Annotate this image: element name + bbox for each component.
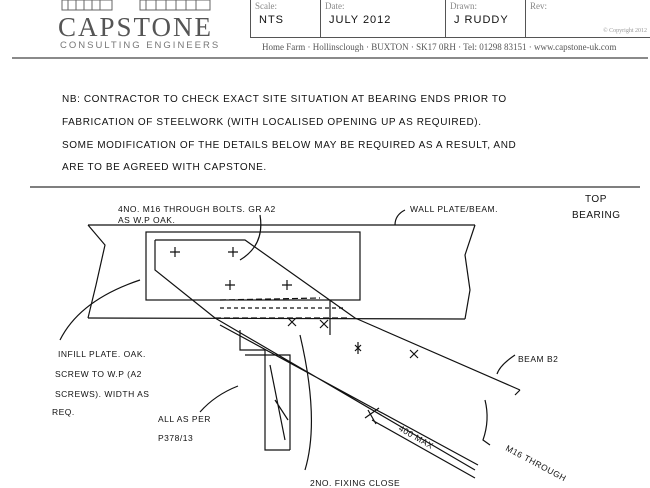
label-all-as-per-1: ALL AS PER [158,414,211,424]
wall-plate-beam [87,224,475,320]
logo-subtitle: CONSULTING ENGINEERS [60,40,221,51]
break-mark-left [87,224,106,319]
note-line: FABRICATION OF STEELWORK (WITH LOCALISED… [62,117,482,128]
angle-bracket [239,330,291,451]
label-infill-2: SCREW TO W.P (A2 [55,369,142,379]
address: Home Farm · Hollinsclough · BUXTON · SK1… [262,42,617,52]
label-bolts-1: 4NO. M16 THROUGH BOLTS. GR A2 [118,204,276,214]
date-label: Date: [325,1,345,11]
rev-cell: Rev: © Copyright 2012 [525,0,650,38]
label-beam-b2: BEAM B2 [518,354,558,364]
leader-fixing [299,300,331,471]
infill-plate [145,231,361,301]
bolt-markers [170,247,419,359]
drawn-value: J RUDDY [454,14,509,26]
label-infill-4: REQ. [52,407,75,417]
drawing-labels: 4NO. M16 THROUGH BOLTS. GR A2 AS W.P OAK… [52,194,621,488]
label-m16-through: M16 THROUGH [504,443,568,483]
break-mark-right [464,224,476,320]
scale-cell: Scale: NTS [250,0,321,38]
label-wall-plate: WALL PLATE/BEAM. [410,204,498,214]
label-bolts-2: AS W.P OAK. [118,215,175,225]
label-all-as-per-2: P378/13 [158,433,193,443]
leader-wall-plate [394,209,406,226]
date-cell: Date: JULY 2012 [320,0,446,38]
steel-plate [154,239,356,319]
label-fixing: 2NO. FIXING CLOSE [310,478,400,488]
label-bearing: BEARING [572,210,621,221]
beam-b2 [214,317,521,471]
leader-beam-b2 [496,354,516,375]
scale-label: Scale: [255,1,277,11]
dimension-400 [364,407,476,479]
logo-name: CAPSTONE [58,12,214,42]
label-top: TOP [585,194,607,205]
copyright: © Copyright 2012 [603,28,647,34]
note-line: ARE TO BE AGREED WITH CAPSTONE. [62,162,267,173]
label-infill-3: SCREWS). WIDTH AS [55,389,149,399]
logo-building-icon [61,0,211,11]
label-infill-1: INFILL PLATE. OAK. [58,349,146,359]
note-line: NB: CONTRACTOR TO CHECK EXACT SITE SITUA… [62,94,507,105]
leader-all-as-per [199,385,239,413]
note-line: SOME MODIFICATION OF THE DETAILS BELOW M… [62,140,517,151]
drawn-cell: Drawn: J RUDDY [445,0,526,38]
leader-infill [59,279,141,341]
scale-value: NTS [259,14,284,26]
leader-bolts [239,214,262,261]
date-value: JULY 2012 [329,14,392,26]
rev-label: Rev: [530,1,547,11]
drawn-label: Drawn: [450,1,477,11]
sketch [59,209,521,479]
